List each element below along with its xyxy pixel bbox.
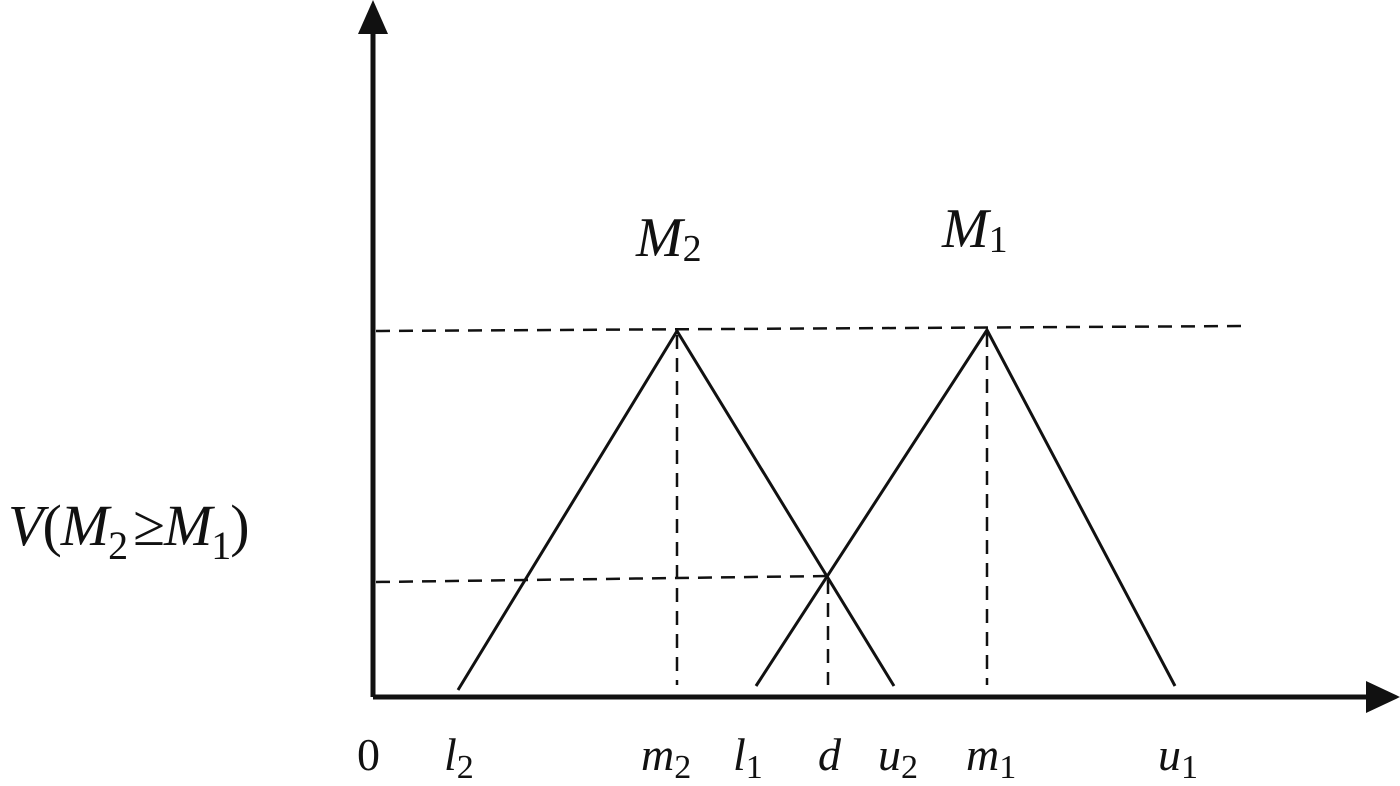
tick-label-d: d [818, 729, 842, 780]
origin-label: 0 [357, 729, 380, 780]
peak-height-dashed-line [375, 324, 1251, 333]
y-axis-arrowhead [358, 0, 388, 34]
tick-label-m1: m1 [966, 729, 1016, 786]
tick-label-u1: u1 [1158, 729, 1198, 786]
tick-label-u2: u2 [878, 729, 918, 786]
x-axis-labels: 0 l2 m2 l1 d u2 m1 u1 [357, 729, 1198, 786]
triangle-m1 [754, 327, 1177, 687]
tick-label-l2: l2 [444, 729, 474, 786]
curve-label-m2: M2 [635, 207, 702, 270]
tick-label-m2: m2 [641, 729, 691, 786]
y-axis-label: V(M2≥M1) [8, 493, 249, 568]
guide-lines [375, 324, 1251, 685]
tick-label-l1: l1 [733, 729, 763, 786]
x-axis-arrowhead [1366, 681, 1400, 713]
intersection-height-dashed-line [375, 574, 829, 584]
triangle-m2 [456, 328, 896, 691]
axes [358, 0, 1400, 713]
membership-functions [456, 327, 1177, 691]
curve-label-m1: M1 [941, 198, 1008, 261]
